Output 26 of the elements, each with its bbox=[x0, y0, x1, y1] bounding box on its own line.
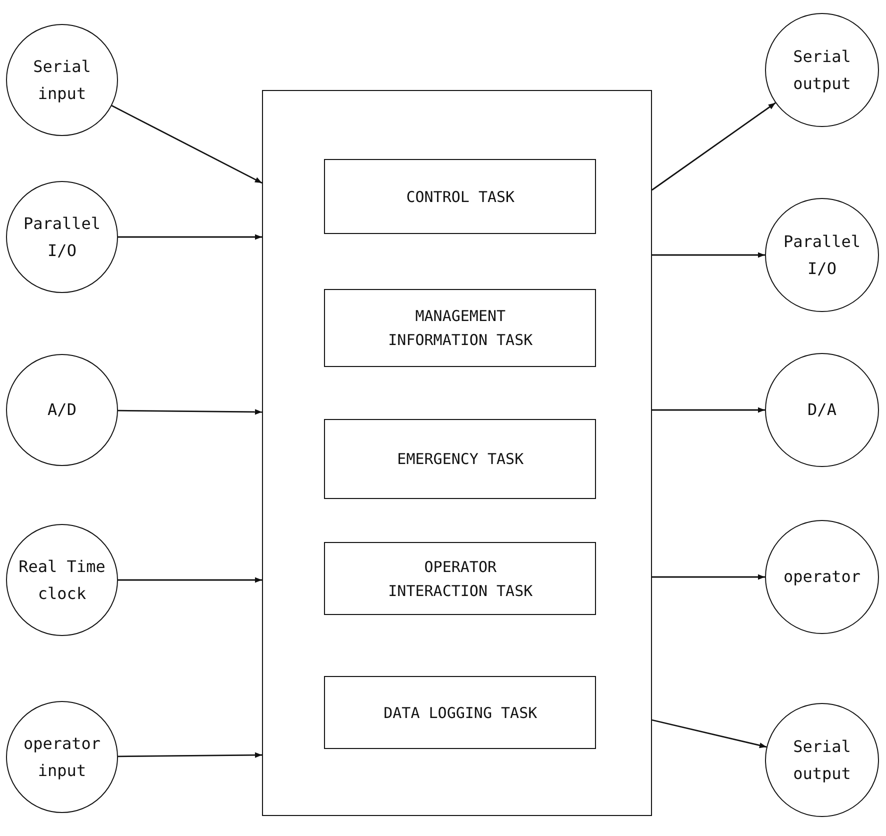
io-circle: Serial output bbox=[765, 13, 879, 127]
arrow bbox=[118, 577, 262, 583]
io-circle: Serial output bbox=[765, 703, 879, 817]
arrow bbox=[118, 752, 262, 758]
io-circle: operator input bbox=[6, 701, 118, 813]
task-box: MANAGEMENT INFORMATION TASK bbox=[324, 289, 596, 368]
task-box: DATA LOGGING TASK bbox=[324, 676, 596, 750]
io-circle: D/A bbox=[765, 353, 879, 467]
arrow bbox=[652, 719, 767, 748]
arrow bbox=[118, 234, 262, 240]
arrow bbox=[652, 407, 765, 413]
task-box: EMERGENCY TASK bbox=[324, 419, 596, 500]
system-box bbox=[262, 90, 652, 816]
io-circle: A/D bbox=[6, 354, 118, 466]
task-box: OPERATOR INTERACTION TASK bbox=[324, 542, 596, 616]
io-circle: Real Time clock bbox=[6, 524, 118, 636]
arrow bbox=[118, 409, 262, 415]
task-box: CONTROL TASK bbox=[324, 159, 596, 234]
io-circle: Parallel I/O bbox=[6, 181, 118, 293]
arrow bbox=[652, 574, 765, 580]
io-circle: operator bbox=[765, 520, 879, 634]
io-circle: Serial input bbox=[6, 24, 118, 136]
io-circle: Parallel I/O bbox=[765, 198, 879, 312]
arrow bbox=[111, 105, 262, 184]
arrow bbox=[652, 102, 776, 191]
arrow bbox=[652, 252, 765, 258]
